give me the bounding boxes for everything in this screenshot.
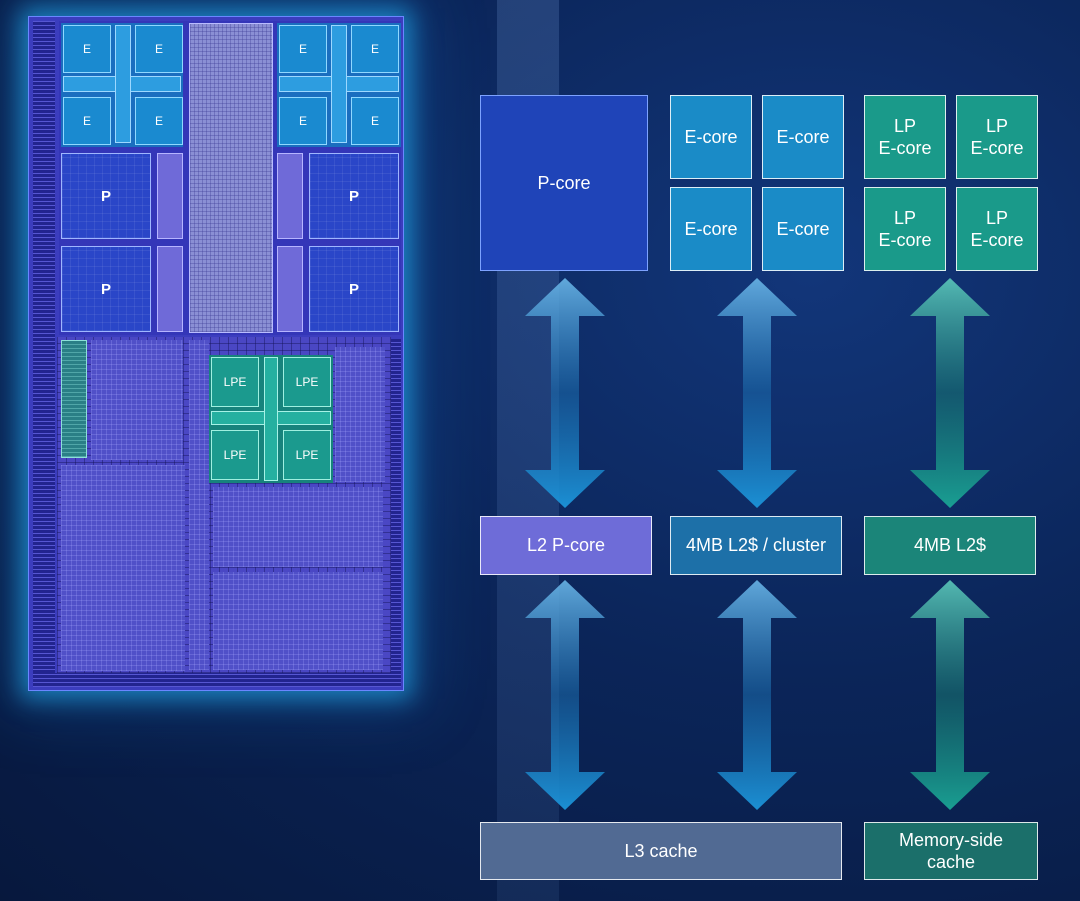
lp-e-core-box: LP E-core	[956, 95, 1038, 179]
e-core-box: E-core	[762, 187, 844, 271]
double-arrow	[717, 580, 797, 810]
npu-strip	[61, 340, 87, 458]
lpe-cluster-bus-v	[264, 357, 278, 481]
p-core-box: P-core	[480, 95, 648, 271]
p-core-l2-die	[157, 246, 183, 332]
l2-lp-box: 4MB L2$	[864, 516, 1036, 575]
double-arrow	[717, 278, 797, 508]
double-arrow	[910, 580, 990, 810]
soc-block-d	[213, 487, 383, 567]
soc-block-e	[213, 572, 383, 670]
e-core-die: E	[351, 97, 399, 145]
lpe-core-die: LPE	[283, 357, 331, 407]
e-core-box: E-core	[762, 95, 844, 179]
e-cluster-left-bus-v	[115, 25, 131, 143]
e-core-die: E	[63, 97, 111, 145]
die-shot: E E E E E E E E P P P P LPE LPE LPE LPE	[28, 16, 404, 691]
soc-block-b	[61, 465, 185, 671]
l3-cache-box: L3 cache	[480, 822, 842, 880]
die-right-strip	[391, 339, 401, 675]
double-arrow	[525, 580, 605, 810]
lpe-core-die: LPE	[211, 357, 259, 407]
l2-e-cluster-box: 4MB L2$ / cluster	[670, 516, 842, 575]
soc-block-a	[91, 340, 183, 460]
p-core-l2-die	[157, 153, 183, 239]
e-core-die: E	[351, 25, 399, 73]
double-arrow	[525, 278, 605, 508]
p-core-die: P	[61, 153, 151, 239]
memory-side-cache-box: Memory-side cache	[864, 822, 1038, 880]
e-core-die: E	[279, 25, 327, 73]
e-core-box: E-core	[670, 187, 752, 271]
p-core-die: P	[309, 153, 399, 239]
lpe-core-die: LPE	[211, 430, 259, 480]
e-core-die: E	[63, 25, 111, 73]
p-core-l2-die	[277, 153, 303, 239]
soc-block-c	[189, 340, 209, 670]
l2-p-core-box: L2 P-core	[480, 516, 652, 575]
lp-e-core-box: LP E-core	[864, 95, 946, 179]
die-bottom-strip	[33, 673, 401, 687]
e-core-die: E	[135, 25, 183, 73]
e-core-box: E-core	[670, 95, 752, 179]
lpe-core-die: LPE	[283, 430, 331, 480]
p-core-l2-die	[277, 246, 303, 332]
double-arrow	[910, 278, 990, 508]
e-cluster-right-bus-v	[331, 25, 347, 143]
p-core-die: P	[61, 246, 151, 332]
shared-cache-block	[189, 23, 273, 333]
e-core-die: E	[135, 97, 183, 145]
lp-e-core-box: LP E-core	[864, 187, 946, 271]
e-core-die: E	[279, 97, 327, 145]
die-edge-strip	[33, 21, 55, 686]
lp-e-core-box: LP E-core	[956, 187, 1038, 271]
soc-block-f	[335, 347, 385, 482]
p-core-die: P	[309, 246, 399, 332]
